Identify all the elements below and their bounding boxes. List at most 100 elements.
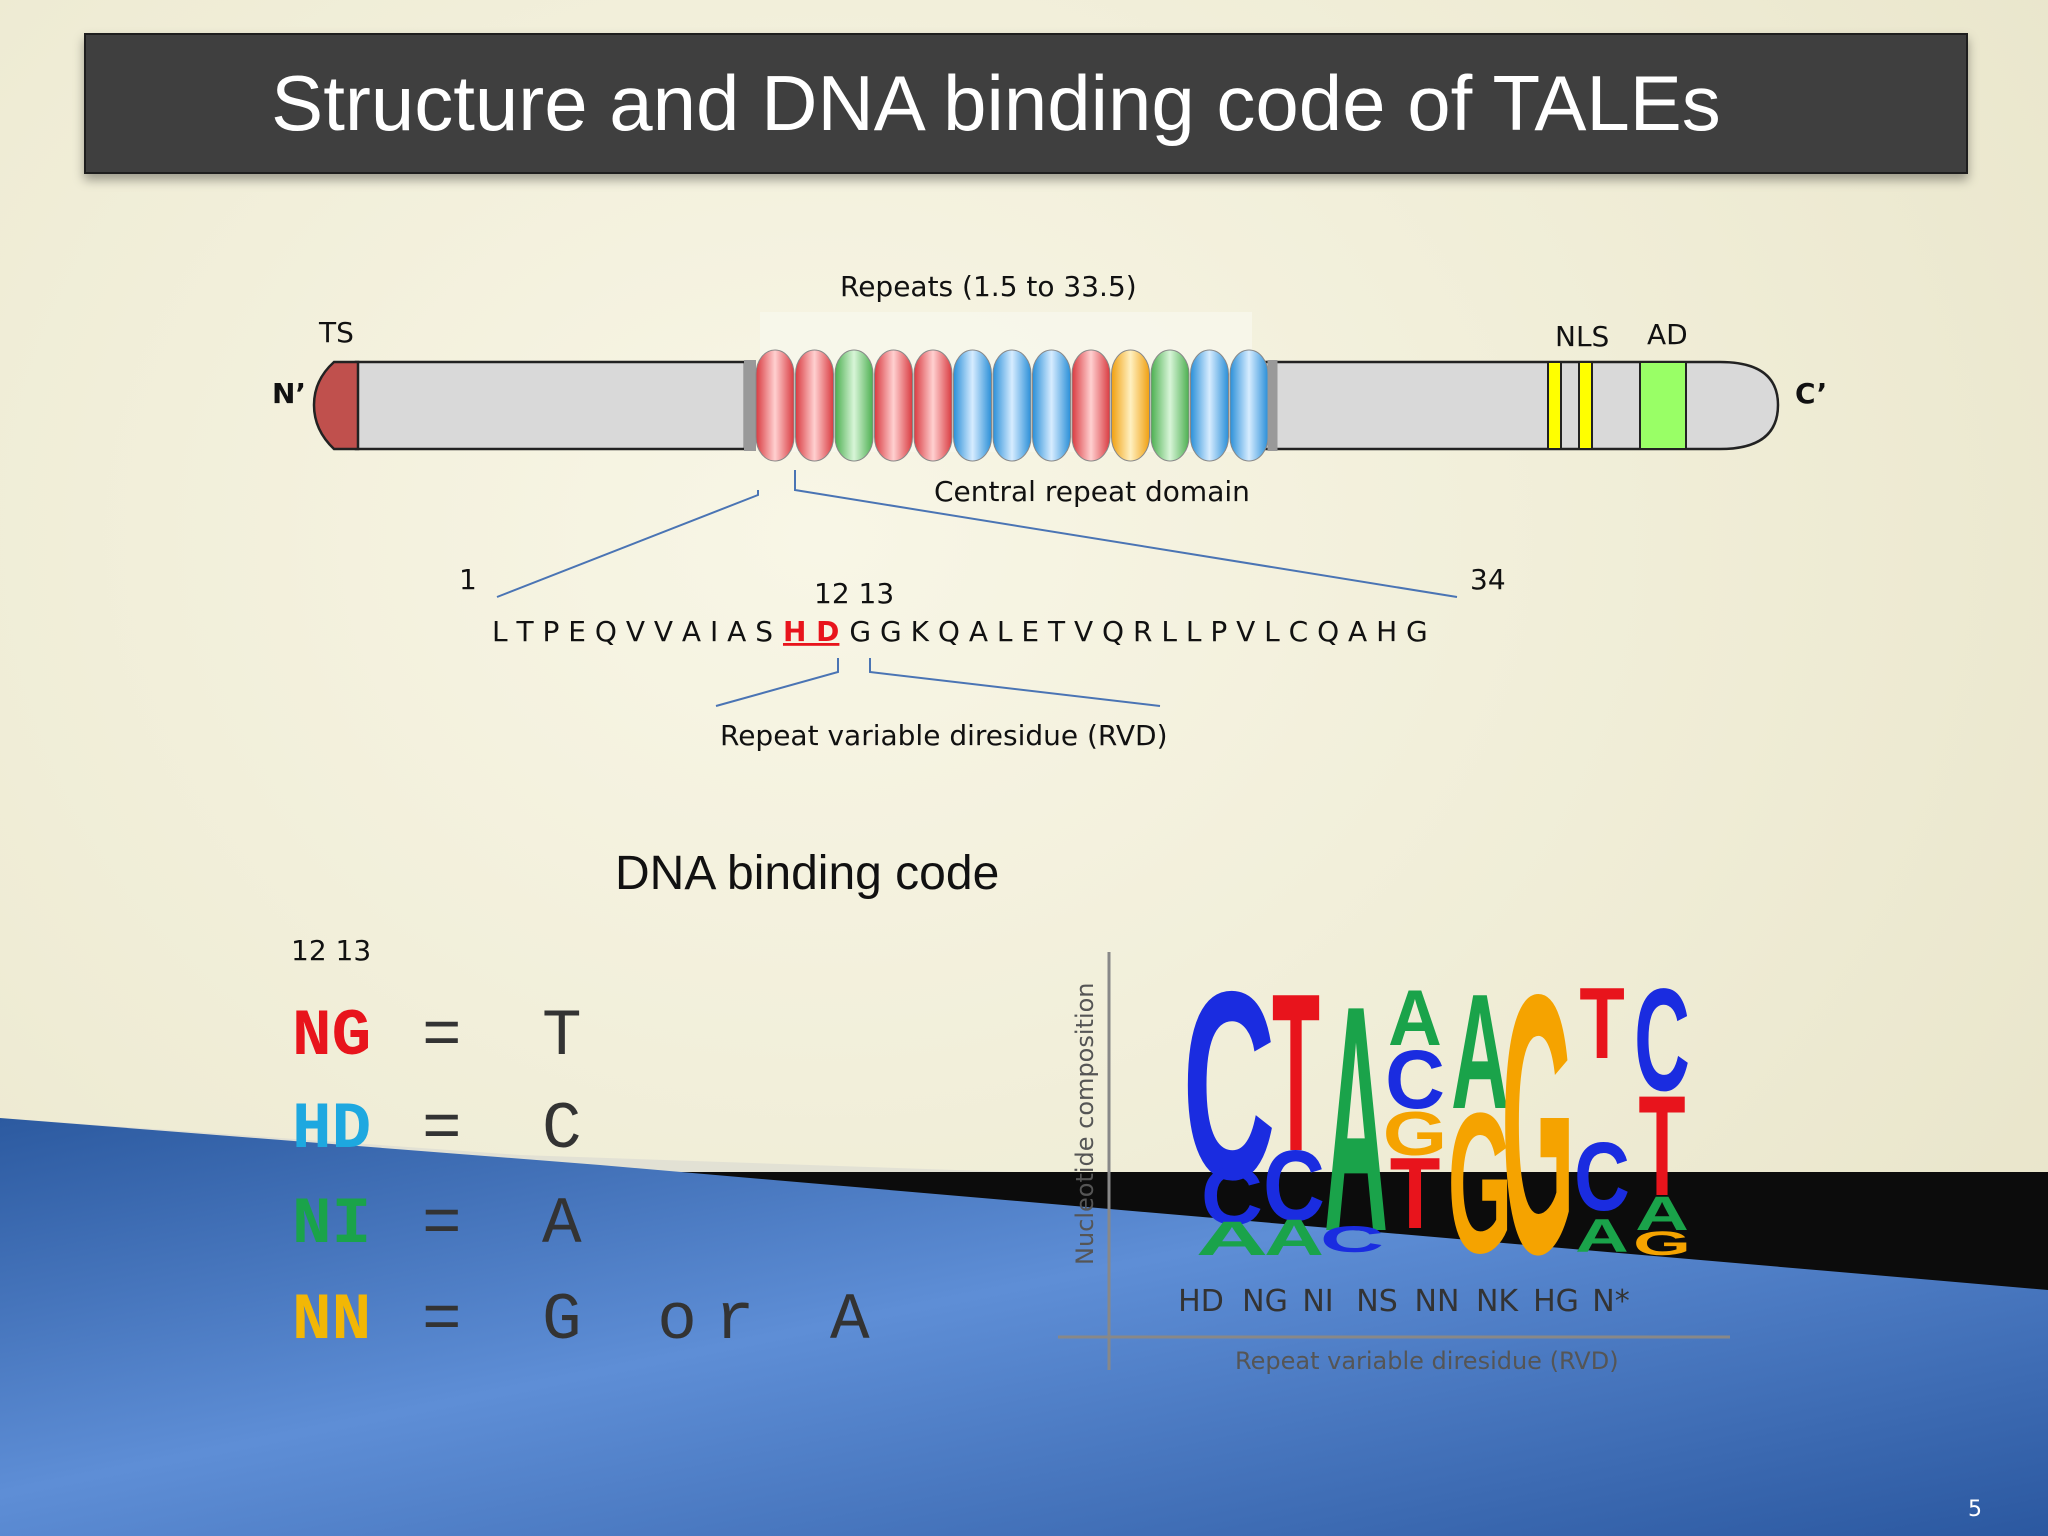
logo-rvd-ng: NG (1242, 1284, 1288, 1319)
n-terminal-region (354, 360, 747, 451)
sequence-prefix: L T P E Q V V A I A S (492, 615, 773, 648)
repeat-unit-green (1150, 349, 1190, 462)
logo-letter-c: C (1574, 1122, 1630, 1231)
c-terminal-region (1250, 360, 1780, 451)
sequence-logo: Nucleotide composition Repeat variable d… (1058, 919, 1730, 1375)
repeat-unit-red (874, 349, 913, 462)
logo-letter-t: T (1579, 967, 1624, 1080)
equals-sign: = (422, 1092, 462, 1167)
code-positions-label: 12 13 (291, 934, 371, 967)
zoom-line-left (496, 490, 759, 598)
logo-letter-a: A (1635, 1187, 1689, 1241)
repeat-unit-blue (1190, 349, 1229, 462)
ad-domain (1639, 361, 1687, 450)
repeat-unit-red (755, 349, 795, 462)
zoom-line-right (794, 470, 1458, 598)
logo-rvd-nk: NK (1476, 1284, 1519, 1319)
logo-rvd-nstar: N* (1592, 1284, 1629, 1319)
code-row-nn: NN=G or A (292, 1288, 888, 1354)
position-1-label: 1 (459, 563, 477, 596)
central-repeat-label: Central repeat domain (934, 475, 1250, 508)
repeat-unit-red (913, 349, 953, 462)
logo-rvd-nn: NN (1415, 1284, 1460, 1319)
code-row-hd: HD=C (292, 1097, 600, 1163)
logo-letter-c: C (1263, 1130, 1325, 1242)
rvd-line-right (869, 658, 1161, 707)
base-t: T (542, 999, 600, 1074)
repeat-unit-red (795, 349, 834, 462)
repeat-unit-green (834, 349, 874, 462)
rvd-nn: NN (292, 1283, 372, 1358)
nls-band-2 (1578, 361, 1593, 450)
logo-rvd-hg: HG (1533, 1284, 1579, 1319)
logo-letter-a: A (1388, 975, 1442, 1063)
logo-letter-c: C (1183, 936, 1276, 1236)
sequence-rvd: H D (783, 615, 839, 648)
repeat-unit-orange (1111, 349, 1150, 462)
repeat-array (744, 349, 1278, 462)
equals-sign: = (422, 1187, 462, 1262)
blue-wedge (0, 1118, 2048, 1536)
logo-letter-g: G (1501, 919, 1574, 1331)
nls-label: NLS (1555, 320, 1609, 353)
repeat-unit-red (1071, 349, 1111, 462)
logo-letter-t: T (1390, 1136, 1441, 1250)
code-row-ng: NG=T (292, 1004, 600, 1070)
nls-band-1 (1547, 361, 1562, 450)
ts-label: TS (318, 316, 354, 349)
repeat-unit-blue (953, 349, 992, 462)
logo-x-label: Repeat variable diresidue (RVD) (1235, 1347, 1619, 1375)
repeat-unit-blue (992, 349, 1032, 462)
equals-sign: = (422, 1283, 462, 1358)
repeat-cap-left (744, 360, 756, 451)
ts-domain (312, 360, 360, 451)
base-c: C (542, 1092, 600, 1167)
page-number: 5 (1968, 1497, 1982, 1522)
ad-label: AD (1647, 318, 1688, 351)
logo-letter-a: A (1196, 1211, 1268, 1265)
logo-letter-t: T (1638, 1067, 1685, 1226)
c-terminus-label: C’ (1795, 377, 1827, 410)
slide-title: Structure and DNA binding code of TALEs (271, 59, 1721, 147)
logo-letter-g: G (1633, 1224, 1691, 1262)
logo-rvd-ns: NS (1356, 1284, 1397, 1319)
rvd-line-left (715, 658, 839, 707)
rvd-ni: NI (292, 1187, 372, 1262)
equals-sign: = (422, 999, 462, 1074)
position-34-label: 34 (1470, 563, 1506, 596)
n-terminus-label: N’ (272, 377, 306, 410)
base-a: A (542, 1187, 600, 1262)
logo-letter-c: C (1201, 1150, 1263, 1242)
logo-letter-a: A (1324, 940, 1388, 1300)
rvd-ng: NG (292, 999, 372, 1074)
base-g-or-a: G or A (542, 1283, 888, 1358)
code-heading: DNA binding code (615, 847, 999, 900)
logo-letter-g: G (1448, 1072, 1512, 1295)
repeat-unit-blue (1229, 349, 1269, 462)
logo-letter-a: A (1451, 961, 1509, 1144)
code-row-ni: NI=A (292, 1192, 600, 1258)
logo-letter-t: T (1272, 946, 1320, 1198)
logo-rvd-hd: HD (1178, 1284, 1224, 1319)
logo-letter-g: G (1383, 1099, 1447, 1169)
rvd-label: Repeat variable diresidue (RVD) (720, 719, 1168, 752)
logo-letter-c: C (1385, 1033, 1445, 1126)
repeat-cap-right (1267, 360, 1278, 451)
logo-rvd-labels: HD NG NI NS NN NK HG N* (1178, 1284, 1630, 1319)
rvd-position-label: 12 13 (814, 577, 894, 610)
logo-letter-a: A (1264, 1209, 1324, 1266)
sequence-suffix: G G K Q A L E T V Q R L L P V L C Q A H … (849, 615, 1427, 648)
logo-letter-c: C (1320, 1218, 1384, 1260)
repeat-sequence: L T P E Q V V A I A S H D G G K Q A L E T … (492, 615, 1428, 648)
repeats-label: Repeats (1.5 to 33.5) (840, 270, 1137, 303)
logo-rvd-ni: NI (1302, 1284, 1333, 1319)
logo-letter-a: A (1575, 1210, 1629, 1262)
repeat-unit-blue (1032, 349, 1071, 462)
logo-letter-c: C (1634, 957, 1690, 1121)
logo-y-label: Nucleotide composition (1071, 982, 1099, 1265)
title-bar: Structure and DNA binding code of TALEs (84, 33, 1968, 174)
rvd-hd: HD (292, 1092, 372, 1167)
